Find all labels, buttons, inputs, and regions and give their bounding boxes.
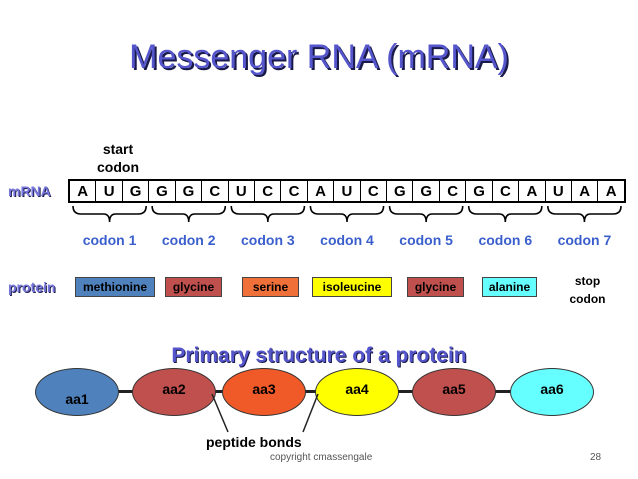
nucleotide: G — [176, 181, 203, 201]
nucleotide: A — [605, 182, 617, 200]
stop-codon-line-2: codon — [569, 292, 606, 306]
start-codon-line-2: codon — [97, 159, 139, 175]
nucleotide: C — [361, 181, 388, 201]
peptide-bonds-label: peptide bonds — [206, 434, 302, 450]
codon-brace — [467, 205, 543, 223]
start-codon-label: start codon — [88, 140, 148, 176]
nucleotide: C — [202, 181, 229, 201]
amino-acid-box: isoleucine — [312, 277, 392, 297]
peptide-bond — [494, 390, 512, 393]
nucleotide: A — [519, 181, 546, 201]
copyright-text: copyright cmassengale — [270, 452, 373, 463]
nucleotide: C — [440, 181, 467, 201]
amino-acid-oval: aa6 — [510, 368, 594, 416]
pointer-line-2 — [302, 393, 319, 433]
amino-acid-box: glycine — [165, 277, 222, 297]
amino-acid-oval: aa3 — [222, 368, 306, 416]
amino-acid-oval: aa2 — [132, 368, 216, 416]
nucleotide: C — [493, 181, 520, 201]
peptide-bond-pointers — [211, 393, 319, 433]
peptide-bond — [304, 390, 317, 393]
nucleotide: G — [466, 181, 493, 201]
nucleotide: U — [96, 181, 123, 201]
amino-acid-box: glycine — [407, 277, 464, 297]
amino-acid-oval: aa1 — [35, 368, 119, 416]
pointer-line-1 — [211, 393, 229, 433]
nucleotide: A — [572, 181, 599, 201]
nucleotide: C — [281, 181, 308, 201]
codon-label: codon 3 — [241, 232, 295, 248]
codon-brace — [547, 205, 622, 223]
nucleotide: A — [308, 181, 335, 201]
codon-label: codon 4 — [320, 232, 374, 248]
amino-acid-box: serine — [242, 277, 299, 297]
nucleotide: U — [334, 181, 361, 201]
codon-brace — [309, 205, 385, 223]
codon-label: codon 1 — [82, 232, 137, 248]
protein-label: protein — [8, 279, 56, 295]
page-number: 28 — [590, 452, 602, 463]
codon-braces — [72, 205, 622, 223]
codon-brace — [230, 205, 306, 223]
mrna-label: mRNA — [8, 183, 51, 199]
codon-label: codon 7 — [557, 232, 612, 248]
codon-brace — [72, 205, 147, 223]
codon-label: codon 2 — [161, 232, 216, 248]
nucleotide: A — [70, 181, 97, 201]
primary-structure-title: Primary structure of a protein — [171, 344, 467, 367]
nucleotide: C — [255, 181, 282, 201]
amino-acid-oval: aa4 — [315, 368, 399, 416]
codon-label: codon 6 — [478, 232, 533, 248]
peptide-bond — [214, 390, 224, 393]
amino-acid-box: methionine — [75, 277, 155, 297]
nucleotide: G — [123, 181, 150, 201]
peptide-bond — [117, 390, 134, 393]
stop-codon-line-1: stop — [574, 274, 601, 288]
slide-title: Messenger RNA (mRNA) — [129, 38, 509, 76]
nucleotide: G — [387, 181, 414, 201]
stop-codon-label: stop codon — [560, 272, 615, 308]
nucleotide: U — [229, 181, 255, 201]
amino-acid-oval: aa5 — [412, 368, 496, 416]
start-codon-line-1: start — [102, 141, 134, 157]
codon-brace — [388, 205, 464, 223]
nucleotide: G — [413, 181, 440, 201]
nucleotide: G — [149, 181, 176, 201]
peptide-bond — [397, 390, 414, 393]
nucleotide: U — [546, 181, 573, 201]
amino-acid-box: alanine — [482, 277, 537, 297]
codon-brace — [151, 205, 227, 223]
codon-label: codon 5 — [399, 232, 453, 248]
